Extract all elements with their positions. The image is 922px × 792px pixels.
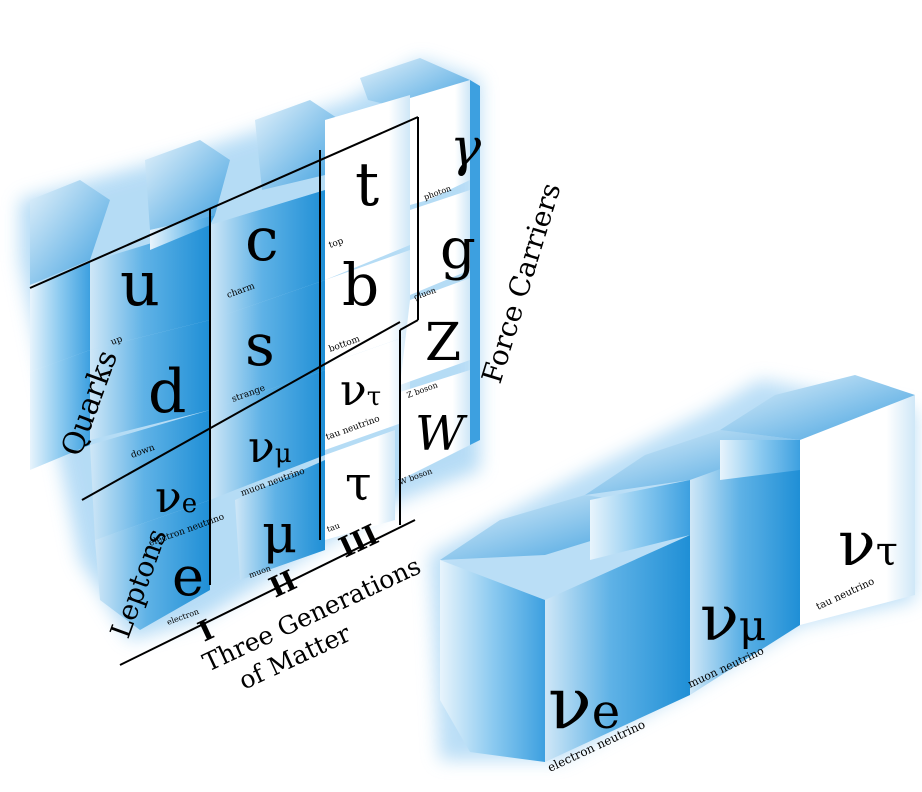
quark-strange-symbol: s [245,311,275,379]
quark-charm-symbol: c [245,205,279,275]
neutrino-cube-tau-symbol: ντ [838,507,898,580]
neutrino-cube-muon-symbol: νμ [700,582,766,656]
right-divider-joint [399,319,419,331]
quark-up-symbol: u [120,247,160,320]
neutrino-cubes: νe electron neutrino νμ muon neutrino ντ… [440,375,915,775]
grid-lines [29,116,419,666]
force-w-symbol: W [415,406,468,462]
neutrino-cube-electron-symbol: νe [548,661,620,745]
quarks-top-line [29,116,419,289]
lepton-muon-symbol: μ [262,502,297,565]
lepton-electron-symbol: e [172,545,204,608]
quark-up-cell: u up [110,247,160,348]
lepton-muon-neutrino-symbol: νμ [248,422,292,473]
quark-top-symbol: t [355,150,379,220]
quark-bottom-symbol: b [342,251,379,319]
lepton-tau-name: tau [326,521,341,534]
force-photon-symbol: γ [450,118,482,178]
quark-up-name: up [110,334,125,347]
lepton-tau-neutrino-symbol: ντ [340,365,381,416]
bottom-line [119,519,416,666]
quark-top-cell: t top [328,150,380,251]
force-photon-cell: γ photon [423,118,482,202]
force-z-symbol: Z [425,313,461,373]
force-gluon-symbol: g [440,217,476,282]
lepton-tau-symbol: τ [345,456,372,512]
quark-down-symbol: d [148,357,186,427]
quark-top-name: top [328,236,346,251]
quarks-lepton-divider [81,321,401,501]
lepton-tau-cell: τ tau [326,456,372,534]
lepton-electron-neutrino-symbol: νe [155,472,197,523]
force-carriers-label: Force Carriers [475,179,567,387]
